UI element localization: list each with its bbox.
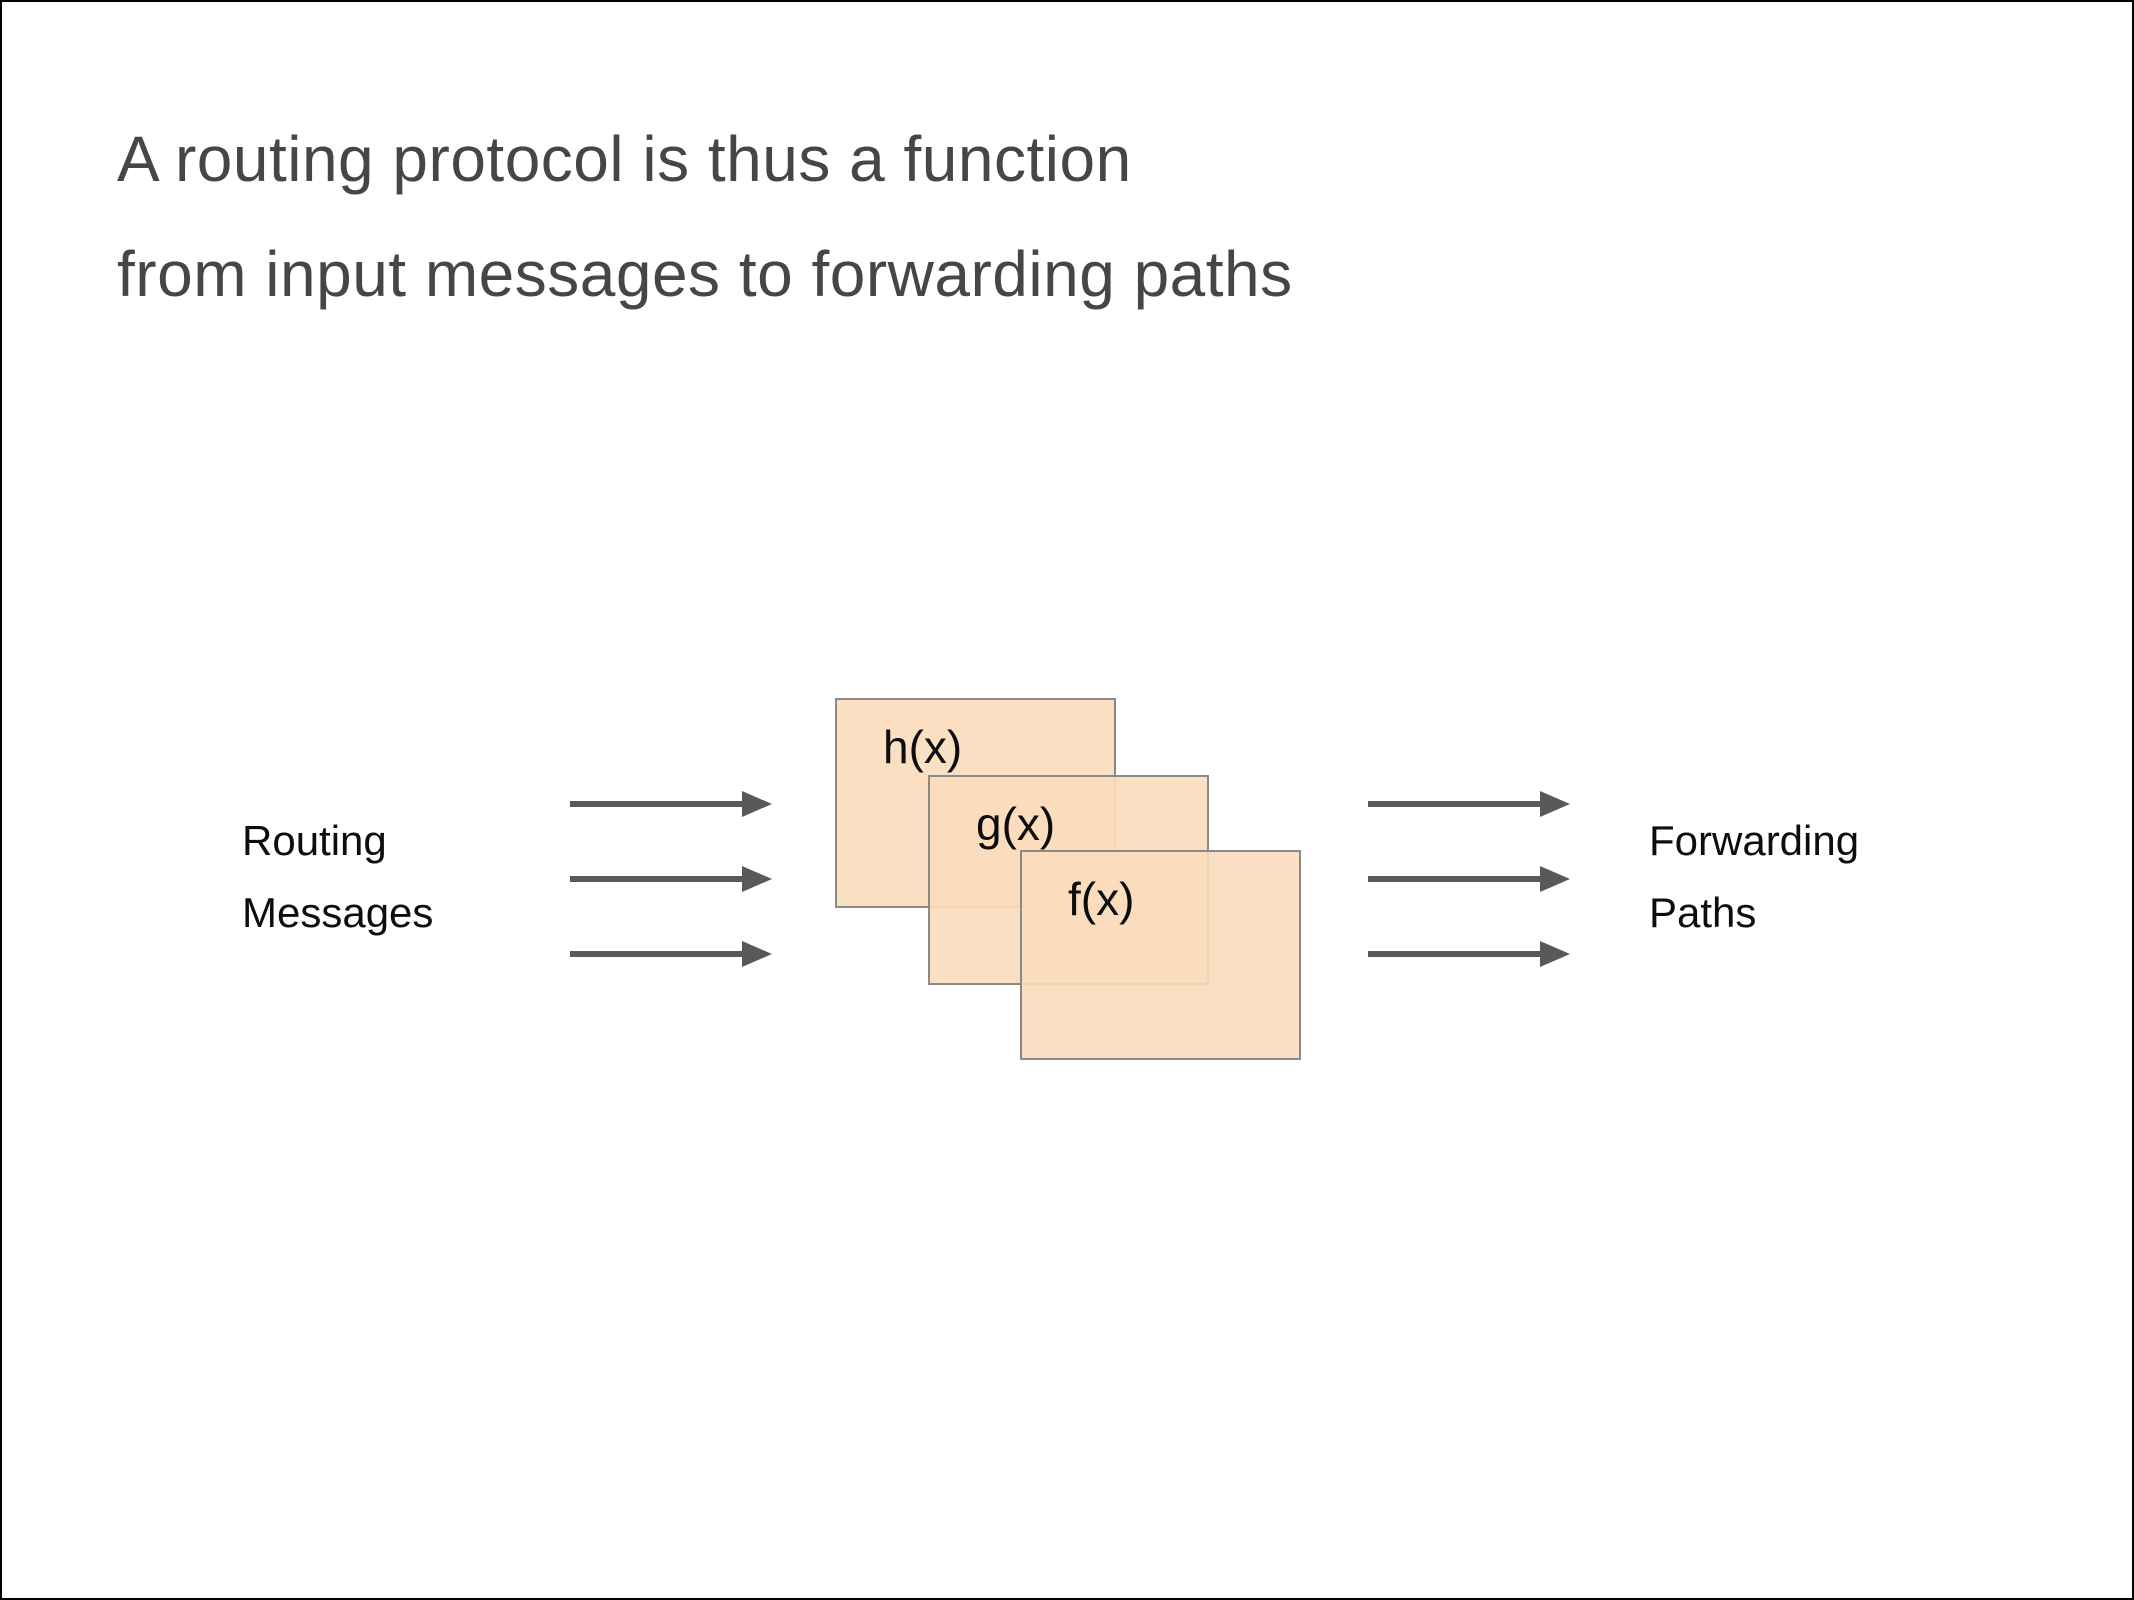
arrow-shaft — [1368, 876, 1545, 882]
function-box-label: g(x) — [976, 798, 1056, 850]
routing-messages-label-line1: Routing — [242, 817, 387, 864]
arrow-head — [742, 941, 772, 967]
forwarding-paths-label-line2: Paths — [1649, 889, 1757, 936]
function-box-f: f(x) — [1020, 850, 1301, 1060]
function-box-label: f(x) — [1068, 873, 1135, 925]
arrow-head — [1540, 941, 1570, 967]
arrow-shaft — [570, 876, 747, 882]
slide-title: A routing protocol is thus a function fr… — [117, 102, 1293, 332]
arrow-right-icon — [1368, 941, 1570, 967]
arrow-right-icon — [570, 866, 772, 892]
slide-title-line2: from input messages to forwarding paths — [117, 238, 1293, 310]
function-box-label: h(x) — [883, 721, 963, 773]
forwarding-paths-label: Forwarding Paths — [1649, 805, 1859, 949]
arrow-shaft — [570, 801, 747, 807]
slide-title-line1: A routing protocol is thus a function — [117, 123, 1132, 195]
arrow-shaft — [1368, 801, 1545, 807]
arrow-head — [742, 791, 772, 817]
arrow-right-icon — [1368, 791, 1570, 817]
arrow-shaft — [570, 951, 747, 957]
arrow-right-icon — [1368, 866, 1570, 892]
arrow-head — [742, 866, 772, 892]
forwarding-paths-label-line1: Forwarding — [1649, 817, 1860, 864]
arrow-head — [1540, 791, 1570, 817]
arrow-shaft — [1368, 951, 1545, 957]
routing-messages-label-line2: Messages — [242, 889, 434, 936]
arrow-right-icon — [570, 941, 772, 967]
routing-messages-label: Routing Messages — [242, 805, 433, 949]
arrow-right-icon — [570, 791, 772, 817]
arrow-head — [1540, 866, 1570, 892]
